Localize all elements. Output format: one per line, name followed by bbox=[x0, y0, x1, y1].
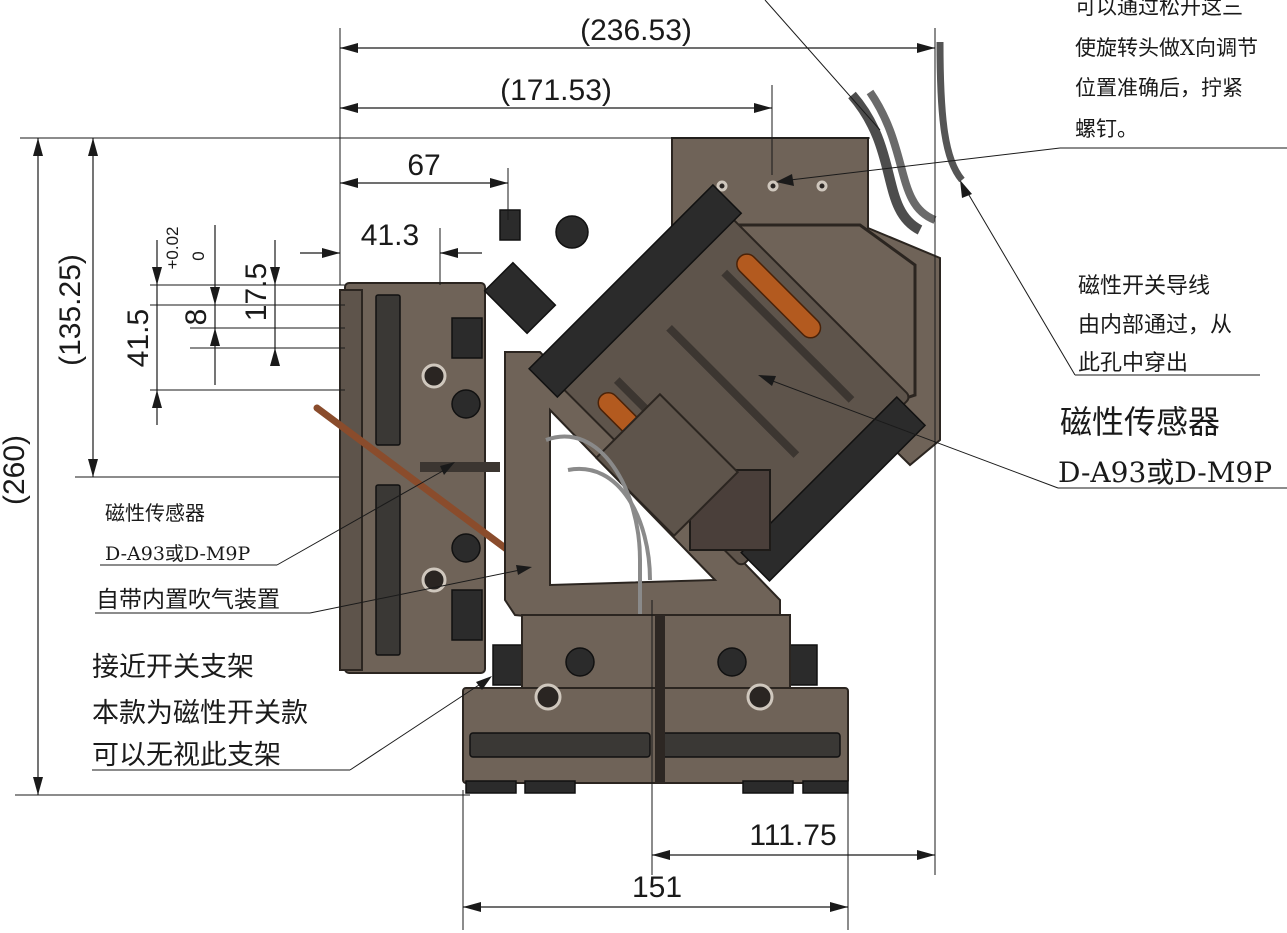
note-top-right: 可以通过松开这三 使旋转头做X向调节 位置准确后，拧紧 螺钉。 bbox=[1075, 0, 1258, 141]
note-sensor-left-title: 磁性传感器 bbox=[105, 501, 205, 525]
dim-111-75: 111.75 bbox=[749, 819, 836, 852]
note-top-right-line-3: 位置准确后，拧紧 bbox=[1075, 76, 1243, 100]
dimension-lines bbox=[15, 28, 936, 930]
dim-260: (260) bbox=[0, 435, 31, 505]
dim-17-5: 17.5 bbox=[240, 263, 273, 321]
note-wire-line-2: 由内部通过，从 bbox=[1078, 313, 1232, 338]
dim-135-25: (135.25) bbox=[54, 254, 87, 366]
note-bracket-line-3: 可以无视此支架 bbox=[92, 740, 281, 771]
leader-lines bbox=[92, 0, 1287, 771]
note-top-right-line-1: 可以通过松开这三 bbox=[1075, 0, 1243, 19]
dim-236-53: (236.53) bbox=[580, 14, 692, 47]
dim-171-53: (171.53) bbox=[500, 74, 612, 107]
note-bracket: 接近开关支架 本款为磁性开关款 可以无视此支架 bbox=[92, 652, 308, 771]
note-sensor-right-title: 磁性传感器 bbox=[1060, 403, 1220, 441]
dim-67: 67 bbox=[407, 149, 440, 182]
note-sensor-right-model: D-A93或D-M9P bbox=[1058, 456, 1272, 489]
note-wire-line-3: 此孔中穿出 bbox=[1078, 351, 1188, 376]
note-bracket-line-2: 本款为磁性开关款 bbox=[92, 698, 308, 729]
dim-8: 8 bbox=[180, 309, 213, 326]
tolerance-plus: +0.02 bbox=[163, 226, 182, 269]
dim-41-3: 41.3 bbox=[361, 219, 419, 252]
note-wire: 磁性开关导线 由内部通过，从 此孔中穿出 bbox=[1078, 274, 1232, 376]
dim-41-5: 41.5 bbox=[122, 309, 155, 367]
note-sensor-left-model: D-A93或D-M9P bbox=[105, 543, 250, 565]
note-top-right-line-2: 使旋转头做X向调节 bbox=[1075, 36, 1258, 60]
assembly-illustration bbox=[313, 41, 965, 794]
note-wire-line-1: 磁性开关导线 bbox=[1078, 274, 1210, 299]
note-bracket-line-1: 接近开关支架 bbox=[92, 652, 254, 683]
note-blow-device: 自带内置吹气装置 bbox=[96, 587, 280, 613]
tolerance-zero: 0 bbox=[189, 251, 208, 260]
dim-151: 151 bbox=[632, 871, 682, 904]
note-top-right-line-4: 螺钉。 bbox=[1075, 117, 1138, 141]
